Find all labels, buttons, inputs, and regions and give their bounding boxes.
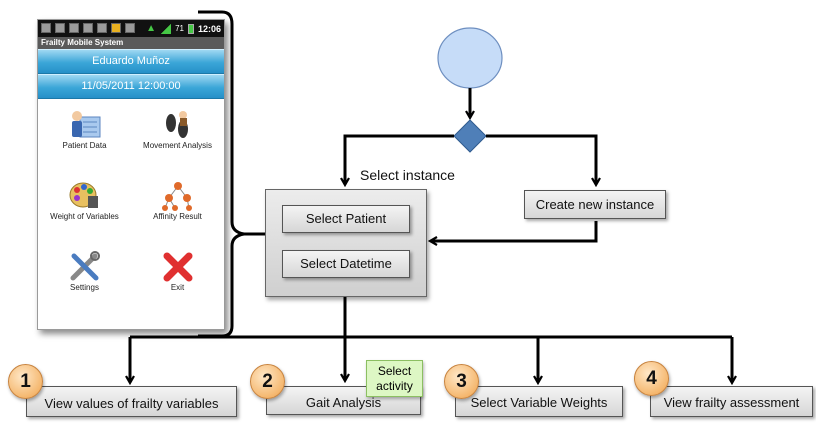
mail-icon: [111, 23, 121, 33]
patient-data-icon: [71, 111, 100, 138]
menu-item-movement-analysis[interactable]: Movement Analysis: [131, 109, 224, 150]
activity-select-variable-weights[interactable]: Select Variable Weights: [455, 386, 623, 417]
signal-icon: [160, 23, 172, 34]
step-badge-3: 3: [444, 364, 479, 399]
tools-icon: [70, 251, 100, 281]
wifi-icon: ▲: [146, 23, 157, 34]
menu-item-affinity-result[interactable]: Affinity Result: [131, 180, 224, 221]
checkbox-icon: [55, 23, 65, 33]
battery-icon: [187, 23, 194, 34]
step-badge-4: 4: [634, 361, 669, 396]
app-title: Frailty Mobile System: [38, 37, 224, 49]
checkbox-icon: [69, 23, 79, 33]
start-node: [437, 27, 503, 89]
note-line-2: activity: [376, 379, 413, 393]
step-badge-1: 1: [8, 364, 43, 399]
network-icon: [161, 182, 192, 211]
select-instance-label: Select instance: [360, 167, 455, 183]
menu-item-patient-data[interactable]: Patient Data: [38, 109, 131, 150]
activity-view-frailty-assessment[interactable]: View frailty assessment: [650, 386, 813, 417]
decision-node: [453, 119, 487, 153]
select-datetime-button[interactable]: Select Datetime: [282, 250, 410, 278]
activity-view-frailty-variables[interactable]: View values of frailty variables: [26, 386, 237, 417]
sync-icon: [125, 23, 135, 33]
menu-item-label: Settings: [70, 283, 99, 292]
menu-item-label: Affinity Result: [153, 212, 202, 221]
usb-icon: [97, 23, 107, 33]
note-line-1: Select: [377, 364, 412, 378]
menu-item-exit[interactable]: Exit: [131, 251, 224, 292]
menu-item-settings[interactable]: Settings: [38, 251, 131, 292]
menu-item-weight-of-variables[interactable]: Weight of Variables: [38, 180, 131, 221]
menu-item-label: Exit: [170, 283, 185, 292]
create-new-instance-button[interactable]: Create new instance: [524, 190, 666, 219]
notification-icon: [41, 23, 51, 33]
select-patient-button[interactable]: Select Patient: [282, 205, 410, 233]
user-name-band: Eduardo Muñoz: [38, 49, 224, 74]
menu-item-label: Movement Analysis: [143, 141, 212, 150]
step-badge-2: 2: [250, 364, 285, 399]
select-activity-note: Select activity: [366, 360, 423, 397]
palette-icon: [69, 182, 98, 208]
status-bar: ▲ 71 12:06: [38, 20, 224, 37]
footprints-icon: [165, 111, 188, 138]
menu-item-label: Patient Data: [62, 141, 107, 150]
close-icon: [163, 252, 192, 282]
phone-screenshot: ▲ 71 12:06 Frailty Mobile System Eduardo…: [37, 19, 225, 330]
calendar-icon: [83, 23, 93, 33]
menu-item-label: Weight of Variables: [50, 212, 119, 221]
datetime-band: 11/05/2011 12:00:00: [38, 74, 224, 99]
phone-bracket: [198, 10, 266, 338]
status-time: 12:06: [197, 23, 221, 34]
signal-strength: 71: [175, 24, 184, 33]
